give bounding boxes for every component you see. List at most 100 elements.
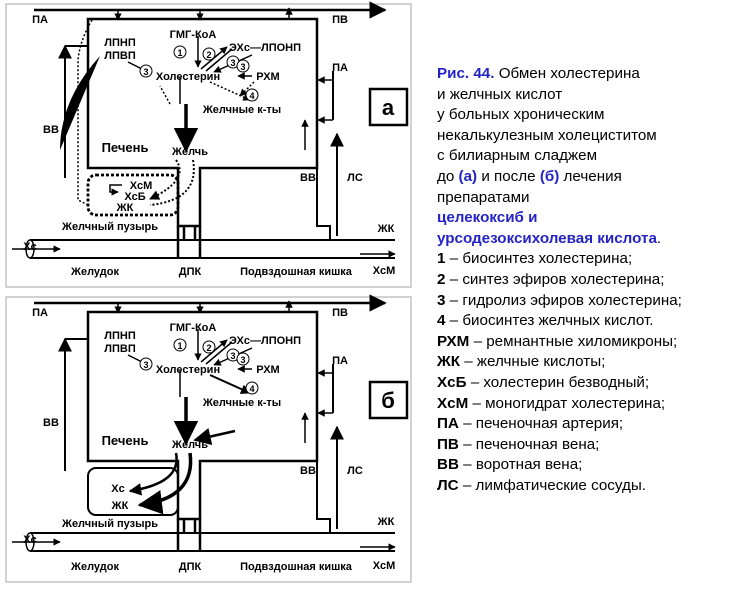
label-pa-left: ПА bbox=[32, 307, 48, 319]
label-hmg: ГМГ-КоА bbox=[170, 29, 217, 41]
legend-text: – моногидрат холестерина; bbox=[468, 394, 666, 412]
caption-line-6c: и после bbox=[477, 167, 540, 185]
panel-label-a-box bbox=[368, 87, 409, 127]
label-zhk-gb: ЖК bbox=[111, 500, 129, 512]
label-cholesterol: Холестерин bbox=[156, 71, 220, 83]
label-hs: Хс bbox=[23, 534, 36, 546]
legend-key: 3 bbox=[437, 291, 446, 309]
label-lpnp: ЛПНП bbox=[104, 330, 136, 342]
caption-line-6e: лечения bbox=[559, 167, 622, 185]
label-hs-gb: Хс bbox=[111, 483, 124, 495]
label-hs: Хс bbox=[23, 241, 36, 253]
legend-text: – желчные кислоты; bbox=[460, 353, 606, 371]
legend-item: 2 – синтез эфиров холестерина; bbox=[437, 270, 742, 291]
caption-ref-a: (а) bbox=[458, 167, 478, 185]
diagram-b-frame bbox=[5, 296, 412, 583]
legend-item: РХМ – ремнантные хиломикроны; bbox=[437, 332, 742, 353]
label-vv-right: ВВ bbox=[300, 172, 316, 184]
caption-line-7: препаратами bbox=[437, 188, 530, 206]
label-bile-acids: Желчные к-ты bbox=[202, 104, 281, 116]
drug-name-1: целекоксиб и bbox=[437, 209, 538, 227]
num-2: 2 bbox=[206, 343, 211, 353]
label-gallbladder: Желчный пузырь bbox=[61, 518, 158, 530]
legend-key: ХсБ bbox=[437, 373, 467, 391]
gallbladder-a bbox=[86, 173, 180, 217]
panel-label-b-box bbox=[368, 380, 409, 420]
legend-text: – гидролиз эфиров холестерина; bbox=[445, 291, 682, 309]
label-pa-left: ПА bbox=[32, 14, 48, 26]
panel-label-a: а bbox=[382, 95, 395, 120]
legend-text: – ремнантные хиломикроны; bbox=[469, 332, 678, 350]
legend-list: 1 – биосинтез холестерина;2 – синтез эфи… bbox=[437, 249, 742, 496]
caption-line-2: и желчных кислот bbox=[437, 85, 563, 103]
label-hsm: ХсМ bbox=[130, 180, 153, 192]
label-zhk-right: ЖК bbox=[377, 223, 395, 235]
drug-name-2: урсодезоксихолевая кислота bbox=[437, 229, 657, 247]
caption-period: . bbox=[656, 229, 662, 247]
label-ls: ЛС bbox=[347, 465, 363, 477]
label-hmg: ГМГ-КоА bbox=[170, 322, 217, 334]
legend-key: ПА bbox=[437, 415, 459, 433]
num-3b: 3 bbox=[230, 351, 235, 361]
caption-line-5: с билиарным сладжем bbox=[437, 147, 598, 165]
label-hsb: ХсБ bbox=[124, 191, 145, 203]
label-lpvp: ЛПВП bbox=[104, 343, 136, 355]
legend-key: ХсМ bbox=[437, 394, 469, 412]
label-ileum: Подвздошная кишка bbox=[240, 266, 353, 278]
label-ls: ЛС bbox=[347, 172, 363, 184]
legend-key: ПВ bbox=[437, 435, 459, 453]
num-2: 2 bbox=[206, 50, 211, 60]
label-rhm: РХМ bbox=[256, 71, 279, 83]
label-lpnp: ЛПНП bbox=[104, 37, 136, 49]
label-ileum: Подвздошная кишка bbox=[240, 561, 353, 573]
label-stomach: Желудок bbox=[70, 266, 119, 278]
legend-key: ВВ bbox=[437, 456, 459, 474]
legend-key: ЛС bbox=[437, 476, 459, 494]
num-3b: 3 bbox=[230, 58, 235, 68]
diagram-a: а ПА ПВ ПА ЛПНП ЛПВП ГМГ-КоА ЭХс—ЛПОНП Р… bbox=[5, 1, 412, 288]
label-zhk-right: ЖК bbox=[377, 516, 395, 528]
label-pv: ПВ bbox=[332, 14, 348, 26]
label-pa-right: ПА bbox=[332, 62, 348, 74]
num-4: 4 bbox=[249, 384, 254, 394]
num-1: 1 bbox=[177, 341, 182, 351]
label-stomach: Желудок bbox=[70, 561, 119, 573]
legend-item: ПВ – печеночная вена; bbox=[437, 435, 742, 456]
legend-text: – лимфатические сосуды. bbox=[458, 476, 646, 494]
label-ehs-lponp: ЭХс—ЛПОНП bbox=[229, 42, 301, 54]
label-gallbladder: Желчный пузырь bbox=[61, 221, 158, 233]
label-liver: Печень bbox=[102, 140, 149, 155]
legend-text: – холестерин безводный; bbox=[466, 373, 650, 391]
legend-item: ЛС – лимфатические сосуды. bbox=[437, 476, 742, 497]
label-vv-left: ВВ bbox=[43, 124, 59, 136]
num-1: 1 bbox=[177, 48, 182, 58]
legend-item: ВВ – воротная вена; bbox=[437, 455, 742, 476]
legend-text: – синтез эфиров холестерина; bbox=[445, 270, 665, 288]
label-liver: Печень bbox=[102, 433, 149, 448]
num-3a: 3 bbox=[143, 360, 148, 370]
num-3a: 3 bbox=[143, 67, 148, 77]
label-rhm: РХМ bbox=[256, 364, 279, 376]
caption-line-6a: до bbox=[437, 167, 459, 185]
num-3c: 3 bbox=[240, 355, 245, 365]
legend-key: 4 bbox=[437, 312, 446, 330]
caption-line-1: Обмен холестерина bbox=[494, 65, 640, 82]
legend-item: 3 – гидролиз эфиров холестерина; bbox=[437, 291, 742, 312]
legend-text: – печеночная вена; bbox=[458, 435, 600, 453]
legend-text: – биосинтез холестерина; bbox=[445, 250, 633, 268]
label-zhk: ЖК bbox=[116, 202, 134, 214]
legend-item: ХсМ – моногидрат холестерина; bbox=[437, 394, 742, 415]
label-bile-acids: Желчные к-ты bbox=[202, 397, 281, 409]
label-pv: ПВ bbox=[332, 307, 348, 319]
caption-line-4: некалькулезным холециститом bbox=[437, 126, 657, 144]
label-lpvp: ЛПВП bbox=[104, 50, 136, 62]
legend-key: ЖК bbox=[437, 353, 460, 371]
label-hsm-right: ХсМ bbox=[373, 560, 396, 572]
legend-item: 4 – биосинтез желчных кислот. bbox=[437, 311, 742, 332]
label-hsm-right: ХсМ bbox=[373, 265, 396, 277]
legend-text: – биосинтез желчных кислот. bbox=[445, 312, 654, 330]
figure-caption: Рис. 44. Обмен холестерина и желчных кис… bbox=[437, 64, 742, 496]
diagram-a-frame bbox=[5, 3, 412, 288]
label-dpk: ДПК bbox=[179, 561, 202, 573]
num-3c: 3 bbox=[240, 62, 245, 72]
